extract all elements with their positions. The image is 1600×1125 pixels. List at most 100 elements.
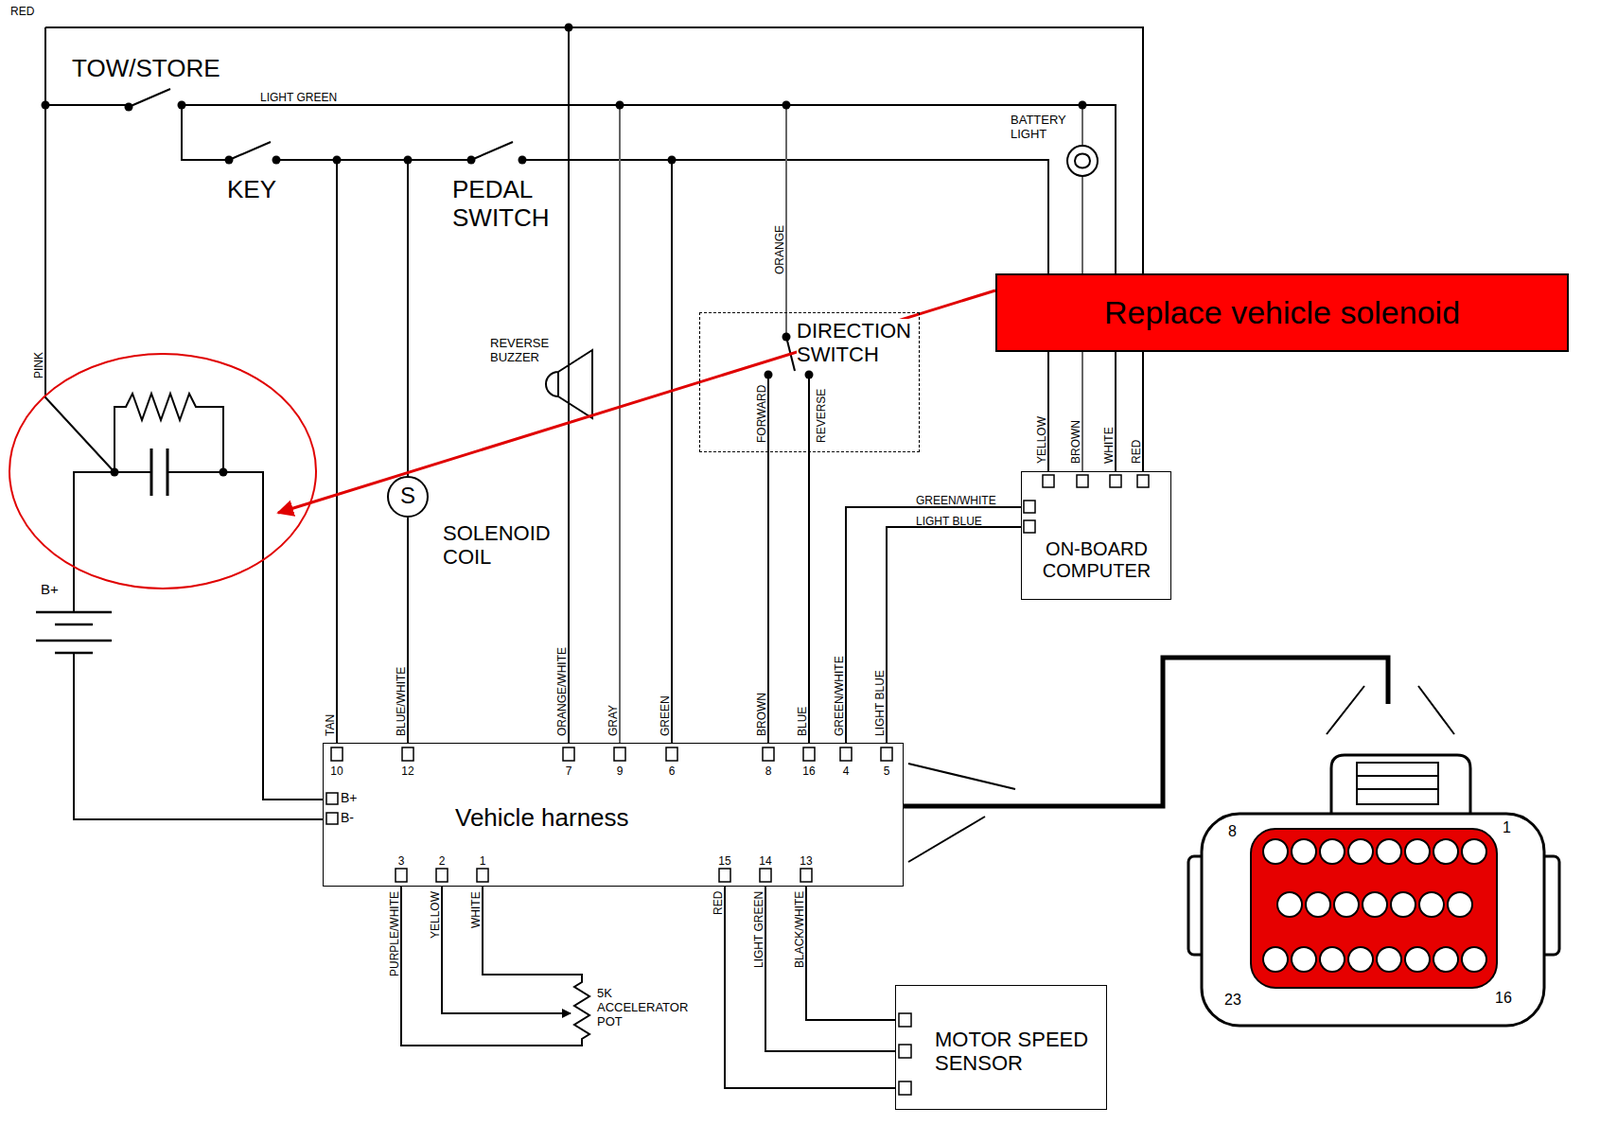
red-power-wire <box>45 27 1143 472</box>
computer-box: ON-BOARD COMPUTER <box>1020 471 1172 600</box>
wire-label-holder: BLUE <box>792 706 810 737</box>
pin-number-holder: 4 <box>843 761 850 779</box>
pin-number: 2 <box>439 855 446 869</box>
pin-square <box>1076 474 1089 488</box>
wire-label-holder: GREEN/WHITE <box>829 655 847 737</box>
junction-dot <box>404 156 413 165</box>
wire-label: RED <box>712 891 726 915</box>
pin-square <box>898 1013 912 1027</box>
junction-dots <box>41 23 1088 477</box>
cavity <box>1263 947 1288 972</box>
wire <box>724 886 896 1089</box>
cavity <box>1376 839 1402 864</box>
cavity <box>1348 839 1373 864</box>
cavity-number: 8 <box>1228 823 1237 841</box>
cavity-number-holder: 8 <box>1228 823 1237 841</box>
pin-squares <box>326 474 1149 1095</box>
pin-number-holder: 1 <box>479 851 487 869</box>
switch-blade <box>128 88 171 107</box>
contact-label: FORWARD <box>756 385 770 443</box>
cavity <box>1461 947 1487 972</box>
contact-label-holder: FORWARD <box>752 385 770 443</box>
wire <box>765 886 896 1052</box>
junction-dot <box>518 156 528 165</box>
pin-number: 9 <box>616 765 624 779</box>
pin-square <box>898 1081 912 1095</box>
pin-number-holder: 14 <box>758 851 772 869</box>
pin-number: 15 <box>718 855 731 869</box>
wire-label: BLUE <box>796 706 810 737</box>
pin-square <box>331 747 343 761</box>
lamp-label: BATTERY LIGHT <box>1010 113 1067 142</box>
pin-number-holder: 5 <box>883 761 891 779</box>
text-holder: ON-BOARD COMPUTER <box>1040 538 1153 582</box>
pin-square <box>719 868 731 882</box>
node-text: ON-BOARD COMPUTER <box>1042 538 1151 581</box>
terminal-label-holder: B+ <box>340 789 358 807</box>
pink-wire <box>45 27 115 473</box>
cavity <box>1405 947 1430 972</box>
wire-label: LIGHT BLUE <box>915 515 983 529</box>
wire-label: GREEN <box>659 695 673 737</box>
wire-label: RED <box>1130 439 1144 464</box>
switch-label-holder: TOW/STORE <box>71 54 221 84</box>
switch-label: KEY <box>227 175 277 205</box>
wire-label: WHITE <box>1103 426 1117 464</box>
wire-label-holder: GRAY <box>603 704 621 737</box>
direction-contacts <box>768 374 809 453</box>
connector-shell <box>1201 813 1545 1026</box>
buzzer-label-holder: REVERSE BUZZER <box>490 336 549 366</box>
buzzer-label: REVERSE BUZZER <box>490 336 549 366</box>
cavity <box>1277 892 1302 917</box>
green-wire <box>670 159 673 743</box>
wire <box>808 452 810 743</box>
wire <box>886 527 1021 743</box>
pin-square <box>840 747 852 761</box>
pin-square <box>614 747 626 761</box>
pin-number-holder: 13 <box>799 851 812 869</box>
wire-label-holder: RED <box>10 1 35 19</box>
cavity <box>1405 839 1430 864</box>
cavity <box>1390 892 1416 917</box>
battery-wires <box>73 472 323 820</box>
wire <box>806 886 896 1020</box>
connector-body <box>1188 755 1560 1026</box>
pot-wiper <box>441 886 571 1014</box>
pin-square <box>880 747 893 761</box>
pin-square <box>326 812 338 825</box>
wire-label: BLUE/WHITE <box>395 667 409 737</box>
switch-label: PEDAL SWITCH <box>452 175 550 233</box>
battery-label-holder: B+ <box>40 580 59 598</box>
pin-square <box>402 747 414 761</box>
pin-square <box>1023 520 1036 533</box>
pin-number: 16 <box>802 765 815 779</box>
wire-label: WHITE <box>470 891 484 929</box>
pin-number-holder: 12 <box>401 761 414 779</box>
text-holder: S <box>388 482 427 510</box>
pin-square <box>898 1044 912 1058</box>
junction-dot <box>272 156 282 165</box>
junction-dot <box>110 468 120 477</box>
callout-box: Replace vehicle solenoid <box>995 273 1569 352</box>
text-holder: SOLENOID COIL <box>442 521 551 570</box>
wire-label-holder: TAN <box>320 714 338 737</box>
pin-number: 6 <box>668 765 676 779</box>
wire-label-holder: BLUE/WHITE <box>391 667 409 737</box>
wire-label: YELLOW <box>1036 416 1050 464</box>
pin-square <box>395 868 407 882</box>
junction-dot <box>564 23 574 33</box>
cavity-number-holder: 1 <box>1502 819 1512 837</box>
wire-label: BROWN <box>756 692 770 737</box>
wire-label: PURPLE/WHITE <box>388 891 403 977</box>
switch-label-holder: PEDAL SWITCH <box>452 175 550 233</box>
junction-dot <box>333 156 342 165</box>
pin-number: 1 <box>479 855 487 869</box>
pin-square <box>326 792 338 805</box>
node-heading: SOLENOID COIL <box>442 521 551 569</box>
cavity <box>1291 839 1317 864</box>
wire-label-holder: ORANGE/WHITE <box>552 647 570 737</box>
pot-label: 5K ACCELERATOR POT <box>597 986 688 1030</box>
wire-label-holder: PINK <box>29 351 47 379</box>
